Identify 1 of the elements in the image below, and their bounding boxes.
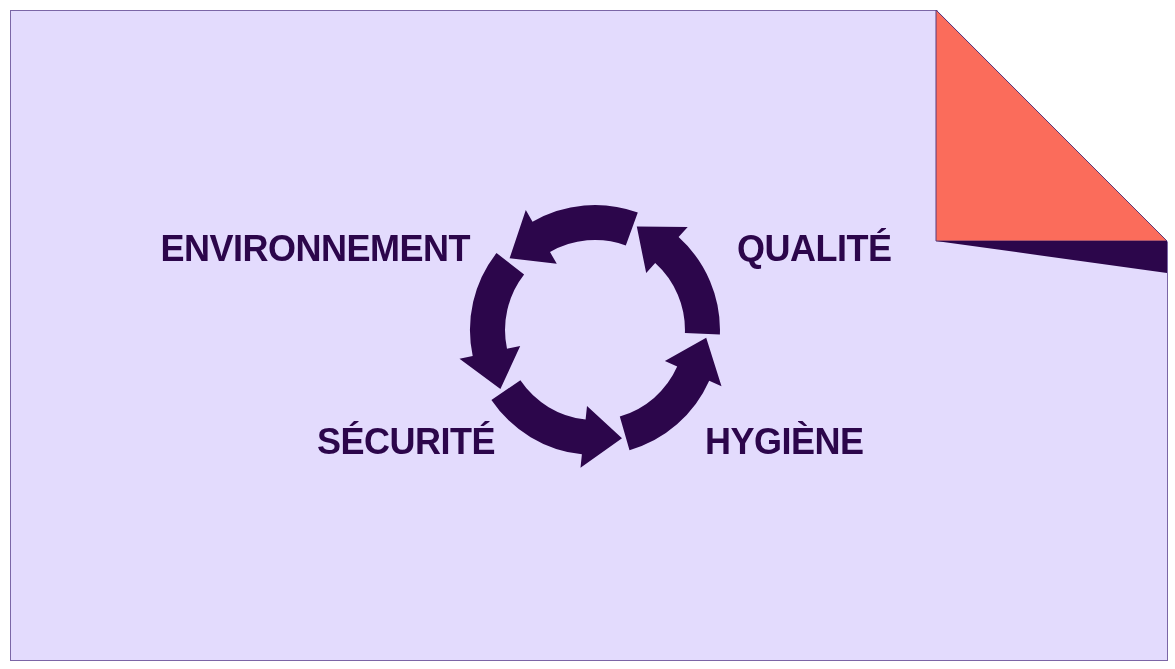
category-label: ENVIRONNEMENT [160,231,470,267]
